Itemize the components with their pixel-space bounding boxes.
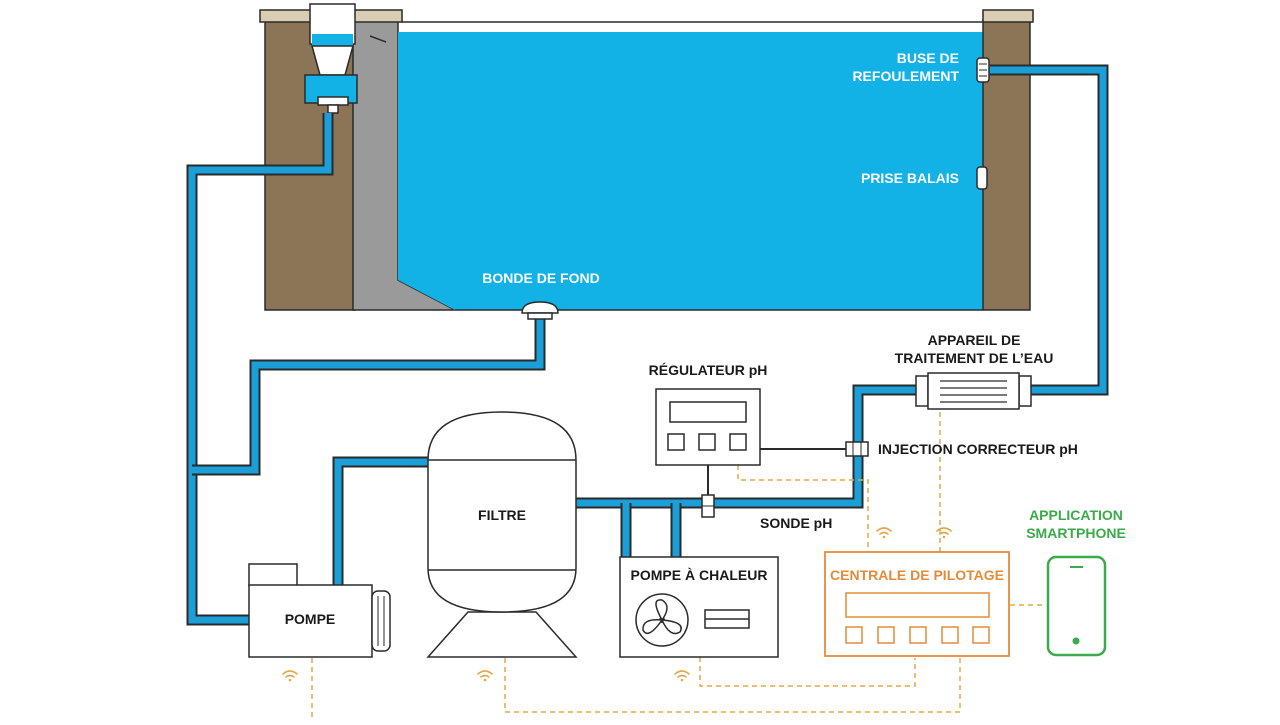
label-filtre: FILTRE xyxy=(478,507,526,523)
label-regulateur-ph: RÉGULATEUR pH xyxy=(649,362,768,378)
regulateur-ph xyxy=(655,388,848,495)
pool-coping-right xyxy=(982,9,1034,23)
label-prise-balais: PRISE BALAIS xyxy=(861,170,959,186)
label-pompe-a-chaleur: POMPE À CHALEUR xyxy=(631,567,768,583)
pompe-a-chaleur xyxy=(619,556,779,658)
smartphone-icon xyxy=(1046,555,1107,657)
fan-icon xyxy=(635,593,689,647)
pompe xyxy=(248,563,391,658)
injection-correcteur-ph xyxy=(845,441,869,457)
label-bonde-de-fond: BONDE DE FOND xyxy=(482,270,599,286)
label-injection: INJECTION CORRECTEUR pH xyxy=(878,441,1078,457)
label-application-1: APPLICATION xyxy=(1029,507,1123,523)
appareil-traitement-eau xyxy=(915,372,1032,410)
label-pompe: POMPE xyxy=(285,611,336,627)
wifi-icon xyxy=(477,670,493,682)
sonde-ph xyxy=(701,494,715,518)
wifi-icon xyxy=(674,670,690,682)
label-buse-2: REFOULEMENT xyxy=(852,68,959,84)
buse-de-refoulement xyxy=(976,57,990,83)
wifi-icon xyxy=(936,527,952,539)
pool-right-wall xyxy=(982,19,1031,311)
label-appareil-2: TRAITEMENT DE L’EAU xyxy=(895,350,1054,366)
label-buse-1: BUSE DE xyxy=(897,50,959,66)
label-application-2: SMARTPHONE xyxy=(1026,525,1126,541)
centrale-de-pilotage xyxy=(824,551,1010,657)
label-centrale: CENTRALE DE PILOTAGE xyxy=(830,567,1004,583)
label-appareil-1: APPAREIL DE xyxy=(928,332,1021,348)
wifi-icon xyxy=(282,670,298,682)
pipe-pompe-filtre xyxy=(332,456,430,585)
bonde-de-fond xyxy=(521,301,559,320)
prise-balais xyxy=(976,166,988,190)
wifi-icons xyxy=(282,527,952,682)
filtre xyxy=(426,411,578,658)
label-sonde-ph: SONDE pH xyxy=(760,515,832,531)
pool-water xyxy=(398,32,983,310)
skimmer xyxy=(304,3,387,114)
wifi-icon xyxy=(876,527,892,539)
pool-basin xyxy=(259,9,1034,311)
signal-lines xyxy=(311,412,1046,720)
labels: BUSE DE REFOULEMENT PRISE BALAIS BONDE D… xyxy=(285,50,1126,627)
